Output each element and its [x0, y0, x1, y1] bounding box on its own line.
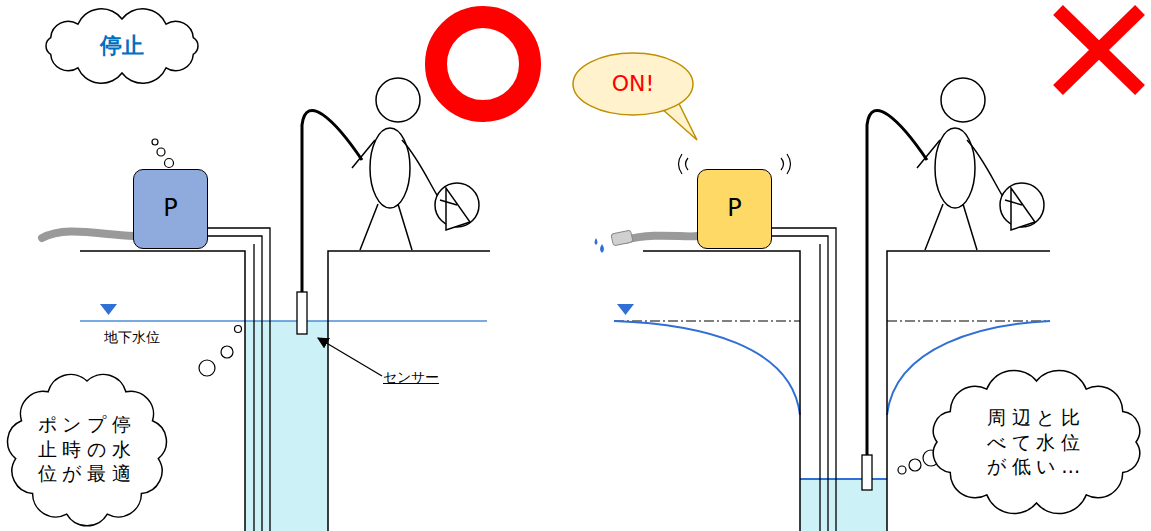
- well-water: [800, 479, 887, 531]
- water-level-mark: [617, 304, 634, 315]
- cloud-outline: [933, 370, 1139, 513]
- pump-pipe: [253, 244, 254, 531]
- wrong-mark: [1058, 10, 1140, 90]
- sensor-label: センサー: [383, 369, 439, 387]
- ground-line: [328, 251, 490, 531]
- person-figure: [941, 78, 985, 122]
- vibration-marks: [781, 154, 791, 174]
- pump-pipe: [208, 236, 262, 531]
- hose: [595, 230, 699, 253]
- node-text: P: [727, 193, 741, 224]
- thought-cloud: ポンプ停止時の水位が最適: [6, 372, 168, 526]
- node-text: 周辺と比べて水位が低い…: [986, 405, 1087, 479]
- sensor-leader: [318, 338, 382, 376]
- well-water: [245, 321, 328, 531]
- static-level-line: [614, 320, 1050, 321]
- well-water: [800, 478, 887, 480]
- sensor-cable: [862, 455, 872, 490]
- pump-pipe: [208, 228, 270, 531]
- person-figure: [917, 78, 1044, 250]
- hose: [595, 238, 605, 253]
- pump-pipe: [819, 244, 820, 531]
- cloud-outline: [46, 9, 198, 83]
- thought-dots: [898, 466, 906, 474]
- sensor-leader: [318, 338, 382, 376]
- thought-dots: [157, 148, 165, 156]
- thought-cloud: 周辺と比べて水位が低い…: [928, 372, 1145, 512]
- sensor-cable: [302, 110, 362, 292]
- thought-dots: [152, 139, 158, 145]
- vibration-marks: [679, 154, 689, 174]
- water-level-mark: [617, 304, 634, 315]
- person-figure: [370, 128, 410, 208]
- wrong-mark: [1058, 10, 1140, 90]
- water-level-line: [100, 304, 117, 315]
- sensor-cable: [297, 292, 307, 334]
- well-water: [245, 321, 328, 531]
- bubble-joint: [662, 101, 677, 106]
- sensor-cable: [297, 110, 362, 334]
- person-figure: [1011, 188, 1035, 230]
- node-text: 停止: [100, 32, 144, 61]
- person-figure: [917, 140, 1005, 200]
- sensor-cable: [867, 110, 927, 455]
- person-figure: [352, 140, 440, 200]
- pump-pipe: [772, 228, 836, 531]
- thought-dots: [909, 459, 921, 471]
- pump-pipe: [772, 228, 836, 531]
- static-level-line: [887, 320, 1050, 321]
- ground-line: [643, 251, 800, 531]
- thought-dots: [199, 360, 215, 376]
- cloud-outline: [8, 374, 167, 525]
- person-figure: [935, 128, 975, 208]
- static-level-line: [614, 320, 800, 321]
- pump-box: P: [133, 169, 208, 249]
- thought-dots: [165, 159, 174, 168]
- pump-pipe: [208, 228, 270, 531]
- person-figure: [1005, 200, 1022, 205]
- node-text: P: [163, 193, 177, 224]
- pump-box: P: [697, 169, 772, 249]
- person-figure: [446, 188, 470, 230]
- speech-cloud: 停止: [38, 10, 206, 82]
- person-figure: [376, 78, 420, 122]
- hose: [42, 232, 134, 238]
- water-level-line: [80, 304, 487, 321]
- bubble-outline: [573, 53, 693, 115]
- hose: [42, 232, 134, 238]
- hose: [611, 230, 633, 246]
- water-level-label: 地下水位: [104, 329, 160, 347]
- node-text: ON!: [612, 70, 655, 99]
- thought-dots: [235, 326, 242, 333]
- person-figure: [925, 204, 977, 250]
- thought-dots: [221, 346, 233, 358]
- drawdown-curve: [614, 321, 800, 415]
- correct-mark: [436, 17, 530, 111]
- wrong-mark: [1058, 10, 1140, 90]
- pump-pipe: [772, 236, 828, 531]
- water-level-line: [80, 320, 487, 322]
- person-figure: [440, 200, 457, 205]
- node-text: ポンプ停止時の水位が最適: [37, 412, 138, 486]
- bubble-tail: [660, 99, 697, 140]
- person-figure: [360, 204, 412, 250]
- correct-mark: [436, 17, 530, 111]
- hose: [625, 236, 698, 240]
- well-water: [800, 479, 887, 531]
- speech-bubble: ON!: [572, 52, 694, 116]
